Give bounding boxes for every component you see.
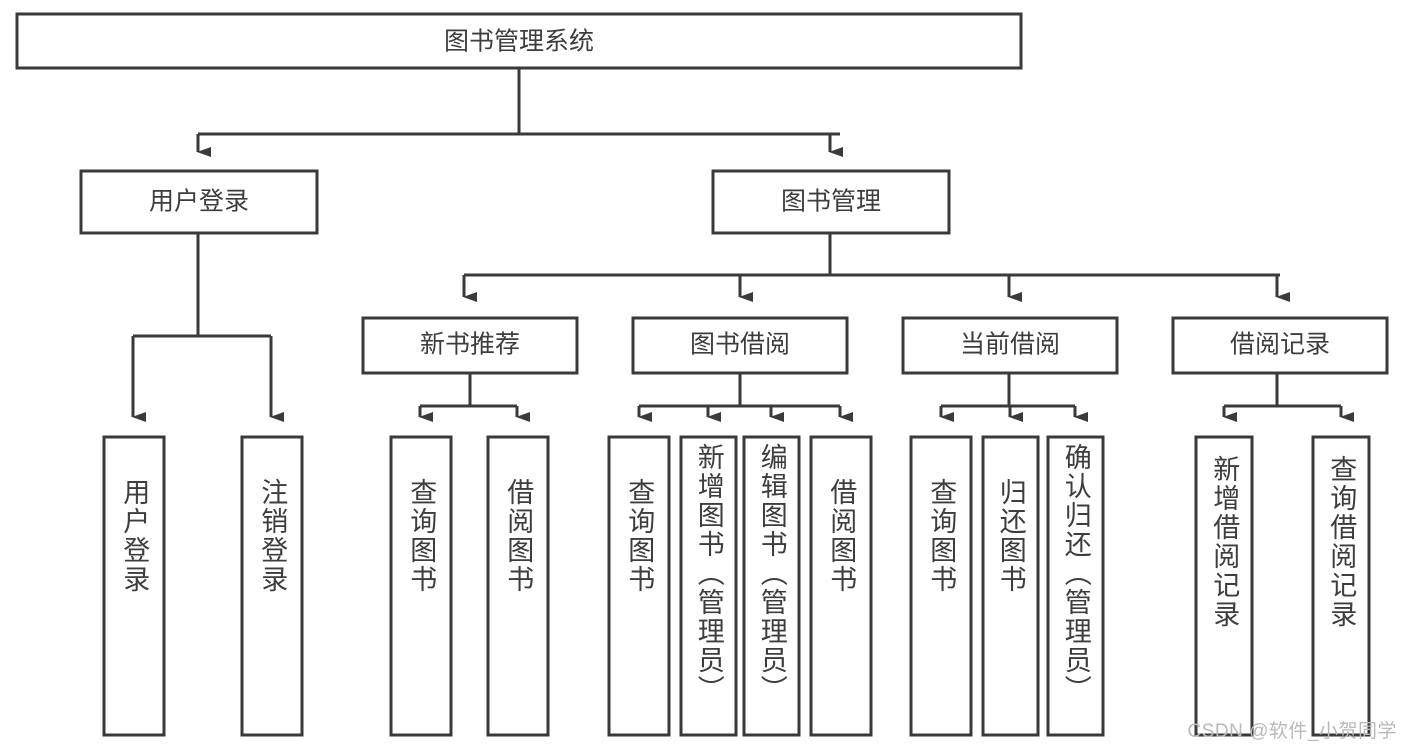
node-borrow-record-label: 借阅记录 bbox=[1230, 331, 1330, 359]
connector-root-to-level2 bbox=[196, 69, 843, 157]
node-current-borrow[interactable]: 当前借阅 bbox=[901, 316, 1119, 375]
node-user-login-label: 用户登录 bbox=[149, 188, 249, 216]
leaf-node-query-book-rec[interactable] bbox=[389, 435, 453, 737]
node-book-management-label: 图书管理 bbox=[781, 188, 881, 216]
node-book-borrow[interactable]: 图书借阅 bbox=[631, 316, 849, 375]
node-book-management[interactable]: 图书管理 bbox=[711, 169, 951, 235]
connector-bookmgmt-to-level3 bbox=[462, 234, 1290, 302]
leaf-node-edit-book-admin[interactable] bbox=[742, 435, 801, 737]
leaf-node-add-borrow-record[interactable] bbox=[1194, 435, 1254, 737]
connector-userlogin-to-leaves bbox=[131, 234, 284, 422]
node-user-login[interactable]: 用户登录 bbox=[79, 169, 319, 235]
csdn-watermark: CSDN @软件_小贺同学 bbox=[1187, 721, 1397, 742]
leaf-node-user-login[interactable] bbox=[102, 435, 166, 737]
node-new-book-recommend-label: 新书推荐 bbox=[420, 331, 520, 359]
node-root-system-label: 图书管理系统 bbox=[444, 28, 594, 56]
node-new-book-recommend[interactable]: 新书推荐 bbox=[361, 316, 579, 375]
node-borrow-record[interactable]: 借阅记录 bbox=[1171, 316, 1389, 375]
node-current-borrow-label: 当前借阅 bbox=[960, 331, 1060, 359]
connector-currentborrow-to-leaves bbox=[939, 374, 1088, 422]
leaf-node-logout[interactable] bbox=[240, 435, 304, 737]
leaf-node-confirm-return-admin[interactable] bbox=[1046, 435, 1105, 737]
leaf-node-borrow-book[interactable] bbox=[809, 435, 873, 737]
leaf-node-add-book-admin[interactable] bbox=[679, 435, 738, 737]
leaf-node-query-book-current[interactable] bbox=[909, 435, 973, 737]
connector-newbook-to-leaves bbox=[418, 374, 530, 422]
leaf-node-query-book-borrow[interactable] bbox=[607, 435, 671, 737]
node-book-borrow-label: 图书借阅 bbox=[690, 331, 790, 359]
leaf-node-borrow-book-rec[interactable] bbox=[486, 435, 550, 737]
leaf-node-query-borrow-record[interactable] bbox=[1311, 435, 1371, 737]
connector-borrowrecord-to-leaves bbox=[1222, 374, 1354, 422]
leaf-node-return-book[interactable] bbox=[981, 435, 1040, 737]
connector-bookborrow-to-leaves bbox=[637, 374, 853, 422]
node-root-system[interactable]: 图书管理系统 bbox=[15, 12, 1023, 70]
